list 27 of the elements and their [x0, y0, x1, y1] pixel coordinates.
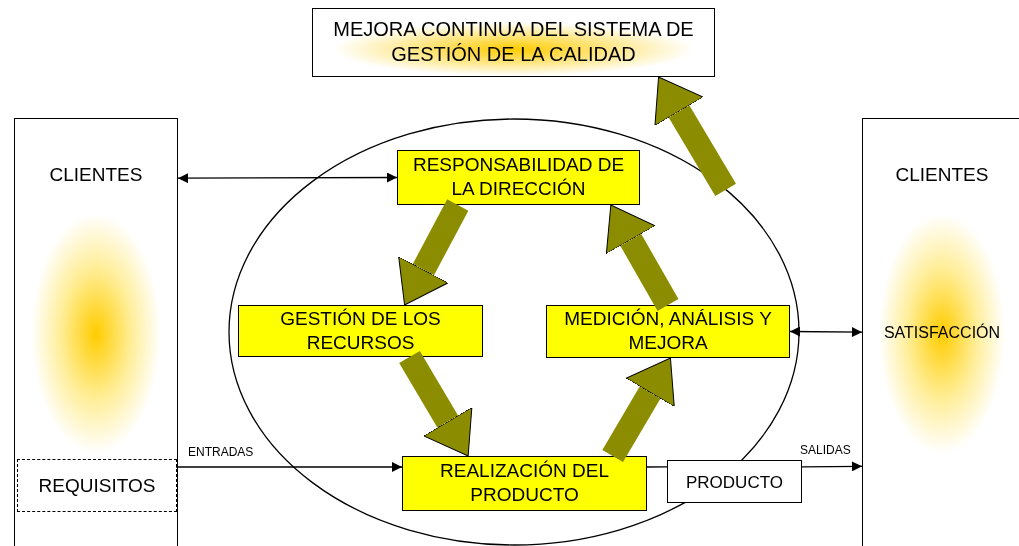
title-box: [312, 8, 715, 77]
process-box: [238, 305, 483, 357]
block-arrow: [654, 76, 736, 196]
node-label: CLIENTES: [48, 163, 144, 187]
process-box: [546, 305, 790, 358]
output-box: [667, 460, 802, 503]
node-sublabel: SATISFACCIÓN: [882, 323, 1002, 343]
customer-panel: [14, 118, 178, 546]
node-label: MEDICIÓN, ANÁLISIS Y MEJORA: [563, 307, 773, 355]
node-label: REQUISITOS: [37, 474, 157, 498]
process-box: [397, 150, 640, 205]
node-label: CLIENTES: [894, 163, 990, 187]
arrow: [175, 462, 403, 472]
edge-label: ENTRADAS: [186, 445, 256, 459]
arrow: [801, 461, 863, 472]
process-box: [402, 456, 647, 511]
node-label: MEJORA CONTINUA DEL SISTEMA DE GESTIÓN DE LA CALIDAD: [332, 17, 695, 67]
connector-line: [646, 466, 668, 468]
edge-label: SALIDAS: [798, 443, 853, 457]
node-label: PRODUCTO: [685, 472, 784, 494]
node-label: REALIZACIÓN DEL PRODUCTO: [439, 459, 610, 507]
customer-panel: [862, 118, 1019, 546]
arrow: [789, 326, 863, 338]
arrow: [177, 172, 398, 184]
node-label: GESTIÓN DE LOS RECURSOS: [279, 307, 442, 355]
dashed-box: [17, 459, 177, 512]
node-label: RESPONSABILIDAD DE LA DIRECCIÓN: [411, 153, 626, 201]
